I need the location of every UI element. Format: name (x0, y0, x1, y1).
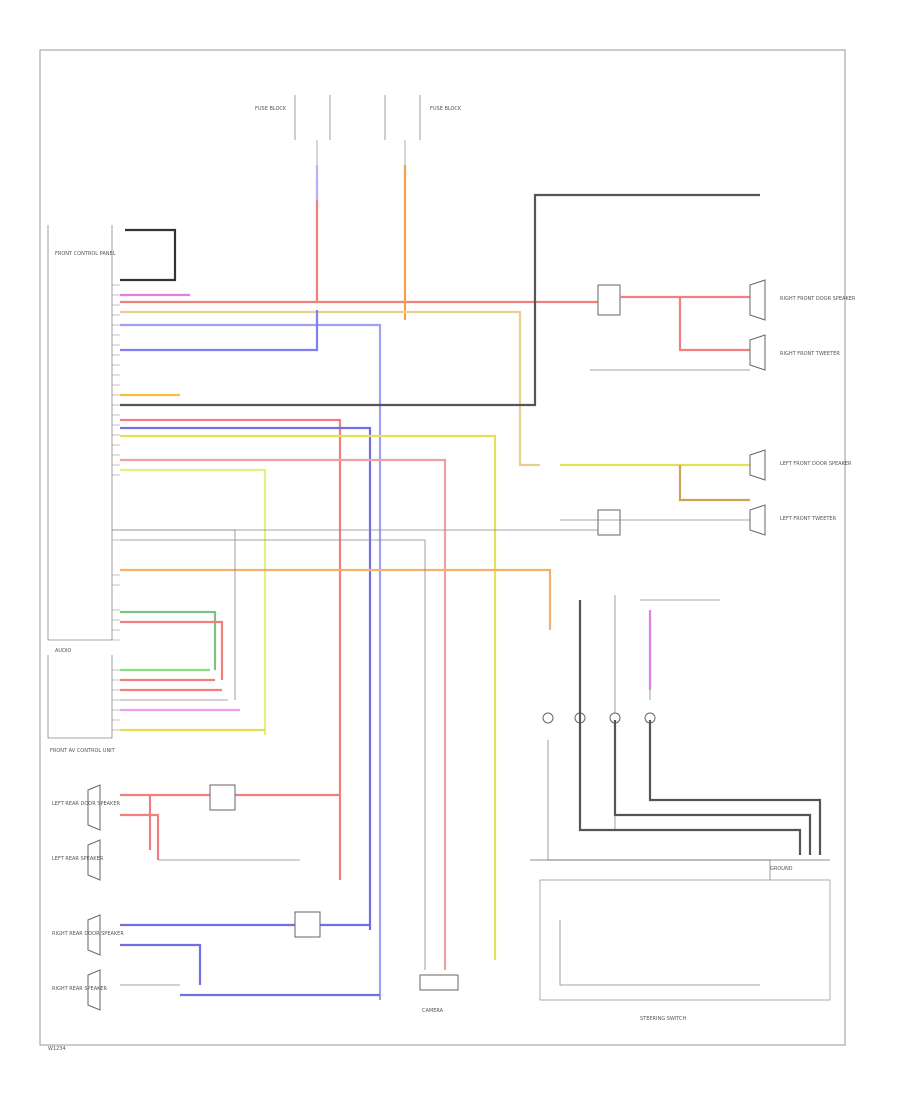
fuse-block-1: FUSE BLOCK (255, 95, 331, 165)
speaker-icon (87, 839, 101, 881)
green-wire (120, 610, 217, 670)
speaker-icon (749, 504, 766, 536)
orange-wire-long (120, 568, 552, 630)
blue-wire-2 (120, 310, 319, 352)
speaker-icon (87, 969, 101, 1011)
audio-label: AUDIO (55, 648, 71, 654)
speaker-icon (749, 449, 766, 481)
connector-pins (112, 284, 120, 731)
brown-wire (120, 310, 540, 467)
svg-text:RIGHT REAR SPEAKER: RIGHT REAR SPEAKER (52, 986, 108, 992)
svg-text:STEERING SWITCH: STEERING SWITCH (640, 1016, 687, 1022)
blue-wire-1 (120, 323, 382, 1000)
speaker-icon (87, 914, 101, 956)
svg-text:LEFT FRONT DOOR SPEAKER: LEFT FRONT DOOR SPEAKER (780, 461, 852, 467)
yellow-wire-down (120, 434, 497, 960)
steering-switch-area: GROUND (530, 595, 830, 880)
red-wire-down (120, 418, 342, 880)
svg-text:FUSE BLOCK: FUSE BLOCK (430, 106, 462, 112)
steering-switch: STEERING SWITCH (539, 879, 831, 1022)
svg-text:LEFT REAR DOOR SPEAKER: LEFT REAR DOOR SPEAKER (52, 801, 120, 807)
control-panel-label: FRONT CONTROL PANEL (55, 251, 116, 257)
svg-text:GROUND: GROUND (770, 866, 793, 872)
camera: CAMERA (419, 974, 459, 1014)
speaker-icon (749, 334, 766, 371)
front-control-panel: FRONT CONTROL PANEL AUDIO FRONT AV CONTR… (47, 225, 116, 754)
black-wire-top (120, 228, 177, 282)
left-rear-speakers: LEFT REAR DOOR SPEAKER LEFT REAR SPEAKER (52, 784, 340, 881)
svg-text:FUSE BLOCK: FUSE BLOCK (255, 106, 287, 112)
black-wire-right (120, 193, 760, 407)
svg-text:LEFT REAR SPEAKER: LEFT REAR SPEAKER (52, 856, 104, 862)
yellow-green-wire (120, 468, 267, 735)
gray-wire-1 (120, 529, 236, 700)
left-front-speakers: LEFT FRONT DOOR SPEAKER LEFT FRONT TWEET… (560, 449, 852, 536)
red-wire-lower (120, 620, 224, 680)
speaker-icon (87, 784, 101, 831)
pink-wire-down (120, 458, 447, 970)
svg-text:LEFT FRONT TWEETER: LEFT FRONT TWEETER (780, 516, 837, 522)
av-control-unit-label: FRONT AV CONTROL UNIT (50, 748, 116, 754)
speaker-icon (749, 279, 766, 321)
page-reference: W1234 (48, 1046, 66, 1052)
svg-text:CAMERA: CAMERA (422, 1008, 444, 1014)
gray-wire-2 (120, 539, 426, 970)
right-rear-speakers: RIGHT REAR DOOR SPEAKER RIGHT REAR SPEAK… (52, 911, 380, 1011)
fuse-block-2: FUSE BLOCK (384, 95, 462, 165)
svg-text:RIGHT FRONT DOOR SPEAKER: RIGHT FRONT DOOR SPEAKER (780, 296, 856, 302)
svg-text:RIGHT REAR DOOR SPEAKER: RIGHT REAR DOOR SPEAKER (52, 931, 124, 937)
diagram-border (39, 49, 846, 1046)
blue-wire-down (120, 426, 372, 930)
right-front-speakers: RIGHT FRONT DOOR SPEAKER RIGHT FRONT TWE… (590, 279, 856, 371)
svg-text:RIGHT FRONT TWEETER: RIGHT FRONT TWEETER (780, 351, 840, 357)
